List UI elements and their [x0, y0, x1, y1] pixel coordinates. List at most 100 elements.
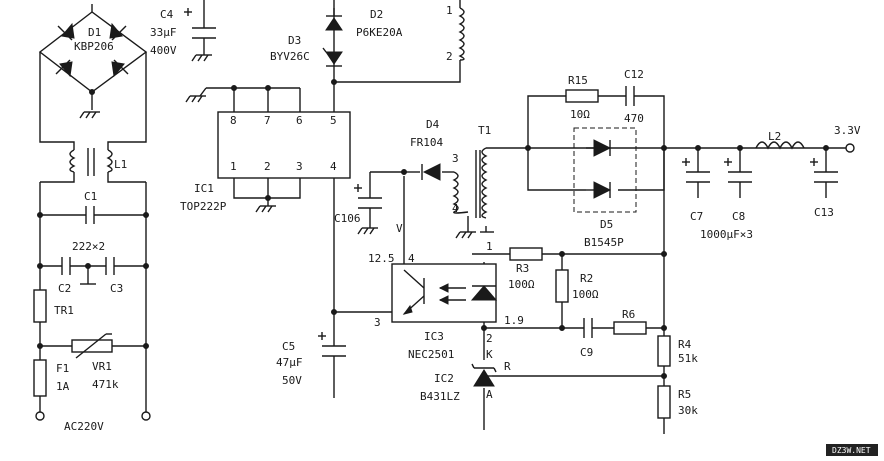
diode-d4 [421, 163, 441, 181]
label-c9: C9 [580, 346, 593, 359]
ground-symbol [79, 111, 100, 119]
fuse-f1 [33, 359, 47, 397]
label-c13: C13 [814, 206, 834, 219]
label-o2: 2 [486, 332, 493, 345]
label-c8: C8 [732, 210, 745, 223]
label-pin8: 8 [230, 114, 237, 127]
label-c4-v: 400V [150, 44, 177, 57]
label-d2-val: P6KE20A [356, 26, 403, 39]
ac-terminal-left [35, 411, 45, 421]
label-d3: D3 [288, 34, 301, 47]
capacitor-c9 [583, 318, 593, 338]
label-ic1: IC1 [194, 182, 214, 195]
watermark-text: DZ3W.NET [832, 446, 871, 455]
shunt-regulator-ic2 [471, 363, 497, 387]
label-w4: 4 [452, 202, 459, 215]
component-labels: D1 KBP206 C4 33μF 400V D2 P6KE20A D3 BYV… [54, 4, 861, 433]
label-r2-val: 100Ω [572, 288, 599, 301]
label-c4-val: 33μF [150, 26, 177, 39]
label-pin1: 1 [230, 160, 237, 173]
transformer-primary [458, 7, 465, 61]
label-vr1-val: 471k [92, 378, 119, 391]
label-o4: 4 [408, 252, 415, 265]
capacitor-c2-c3 [61, 257, 115, 285]
label-r6: R6 [622, 308, 635, 321]
inductor-l2 [755, 141, 805, 150]
label-c2: C2 [58, 282, 71, 295]
label-ic1-val: TOP222P [180, 200, 227, 213]
label-r3: R3 [516, 262, 529, 275]
optocoupler-ic3 [391, 263, 498, 323]
label-c106: C106 [334, 212, 361, 225]
label-v125: 12.5 [368, 252, 395, 265]
label-d5: D5 [600, 218, 613, 231]
resistor-r3 [509, 247, 543, 261]
resistor-r4 [657, 335, 671, 367]
capacitor-c106 [354, 184, 382, 209]
capacitor-c1 [85, 206, 95, 224]
varistor-vr1 [71, 333, 113, 359]
label-o3: 3 [374, 316, 381, 329]
label-pin6: 6 [296, 114, 303, 127]
label-d1: D1 [88, 26, 101, 39]
resistor-r15 [565, 89, 599, 103]
label-ic3-val: NEC2501 [408, 348, 454, 361]
bridge-rectifier-d1 [55, 22, 129, 78]
label-d2: D2 [370, 8, 383, 21]
label-d3-val: BYV26C [270, 50, 310, 63]
label-caps: 1000μF×3 [700, 228, 753, 241]
ac-terminal-right [141, 411, 151, 421]
label-r4: R4 [678, 338, 692, 351]
capacitors-c7-c8-c13 [682, 158, 838, 183]
ic1-top222p [217, 111, 351, 179]
diode-d2 [325, 8, 343, 31]
label-v: V [396, 222, 403, 235]
label-r3-val: 100Ω [508, 278, 535, 291]
resistor-r2 [555, 269, 569, 303]
label-c2c3: 222×2 [72, 240, 105, 253]
label-w2: 2 [446, 50, 453, 63]
capacitor-c5 [318, 332, 346, 357]
label-t1: T1 [478, 124, 491, 137]
label-w3: 3 [452, 152, 459, 165]
transformer-aux-winding [452, 171, 469, 214]
label-l2: L2 [768, 130, 781, 143]
label-c3: C3 [110, 282, 123, 295]
label-c7: C7 [690, 210, 703, 223]
resistor-r6 [613, 321, 647, 335]
label-ac: AC220V [64, 420, 104, 433]
label-o19: 1.9 [504, 314, 524, 327]
label-f1-val: 1A [56, 380, 70, 393]
label-ic2-val: B431LZ [420, 390, 460, 403]
label-w1: 1 [446, 4, 453, 17]
watermark-badge [826, 444, 878, 456]
junction-dots [37, 79, 829, 379]
label-3v3: 3.3V [834, 124, 861, 137]
capacitor-c4 [184, 8, 216, 62]
label-r4-val: 51k [678, 352, 698, 365]
label-kbp206: KBP206 [74, 40, 114, 53]
label-d4: D4 [426, 118, 440, 131]
label-f1: F1 [56, 362, 69, 375]
transformer-secondary [481, 147, 488, 219]
label-a: A [486, 388, 493, 401]
label-pin3: 3 [296, 160, 303, 173]
capacitor-c12 [625, 86, 635, 106]
label-pin2: 2 [264, 160, 271, 173]
label-l1: L1 [114, 158, 127, 171]
label-d4-val: FR104 [410, 136, 443, 149]
label-vr1: VR1 [92, 360, 112, 373]
label-r5: R5 [678, 388, 691, 401]
label-ic3: IC3 [424, 330, 444, 343]
ground-symbol-ic1 [185, 95, 276, 213]
label-b1545: B1545P [584, 236, 624, 249]
label-c1: C1 [84, 190, 97, 203]
label-r15: R15 [568, 74, 588, 87]
label-pin7: 7 [264, 114, 271, 127]
ground-symbols-t1 [357, 227, 494, 239]
label-r5-val: 30k [678, 404, 698, 417]
label-tr1: TR1 [54, 304, 74, 317]
label-o1: 1 [486, 240, 493, 253]
